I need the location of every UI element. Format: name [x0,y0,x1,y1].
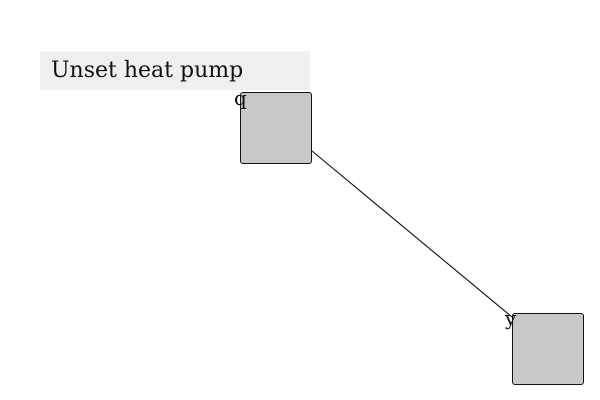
node-label-q: q [234,86,247,110]
node-label-y: y [505,306,517,330]
node-q[interactable] [240,92,312,164]
node-y[interactable] [512,313,584,385]
diagram-title: Unset heat pump [40,51,310,90]
edge-q-y [311,150,513,318]
